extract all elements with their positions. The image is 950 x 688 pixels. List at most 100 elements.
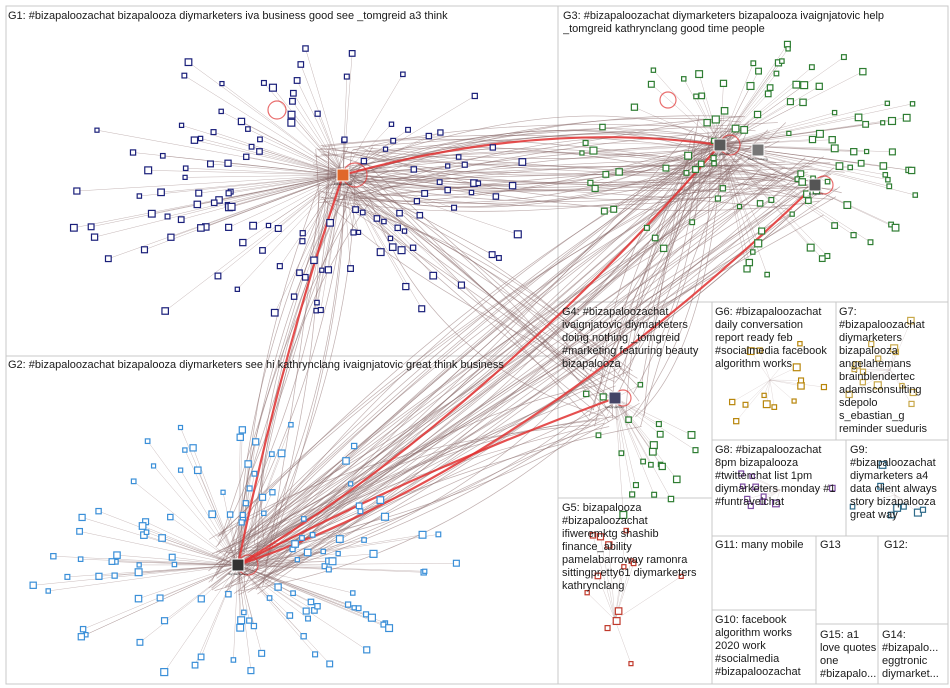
node xyxy=(591,184,599,193)
node xyxy=(711,160,717,167)
cross-edge xyxy=(238,156,824,562)
edge xyxy=(76,174,344,192)
node xyxy=(357,508,364,515)
node xyxy=(277,449,286,458)
edge xyxy=(237,564,384,625)
node xyxy=(667,495,675,503)
edge xyxy=(237,499,381,566)
node xyxy=(786,130,792,137)
node xyxy=(650,67,657,73)
node xyxy=(335,550,341,557)
node xyxy=(309,531,316,538)
node xyxy=(625,416,632,423)
node xyxy=(489,144,497,151)
cross-edge xyxy=(354,200,607,399)
cross-edge xyxy=(320,153,831,168)
node xyxy=(136,638,144,646)
node xyxy=(747,502,754,510)
node xyxy=(831,109,838,116)
node xyxy=(182,447,188,453)
node xyxy=(746,81,755,91)
node xyxy=(324,266,333,274)
node xyxy=(754,239,763,248)
node xyxy=(422,568,428,574)
node xyxy=(850,148,858,156)
cross-edge xyxy=(612,152,740,419)
node xyxy=(108,558,116,565)
node xyxy=(181,72,188,79)
node xyxy=(361,537,367,543)
node xyxy=(587,179,594,186)
edge xyxy=(108,174,344,259)
node xyxy=(167,513,174,521)
node xyxy=(87,223,95,231)
edge xyxy=(894,494,924,511)
edge xyxy=(300,64,344,176)
edge xyxy=(237,564,355,609)
cross-edge xyxy=(349,140,752,183)
node xyxy=(919,506,927,513)
node xyxy=(843,201,852,210)
group-label-g8: G8: #bizapaloozachat 8pm bizapalooza #tw… xyxy=(715,444,836,508)
node xyxy=(296,269,303,277)
node xyxy=(907,166,916,175)
node xyxy=(197,135,204,142)
edge xyxy=(597,575,616,621)
cross-edge xyxy=(216,178,821,571)
node xyxy=(738,470,745,477)
node xyxy=(604,625,611,632)
node xyxy=(130,478,137,485)
edge xyxy=(614,397,652,465)
node xyxy=(320,548,327,555)
node xyxy=(857,159,865,167)
node xyxy=(451,204,458,211)
node xyxy=(475,180,482,187)
edge xyxy=(769,379,824,388)
edge xyxy=(889,320,912,371)
hub-node xyxy=(808,178,822,192)
node xyxy=(335,535,344,543)
edge xyxy=(759,350,771,381)
edge xyxy=(145,521,239,566)
cross-edge xyxy=(267,135,732,578)
edge xyxy=(200,138,344,176)
cross-edge xyxy=(231,385,593,571)
node xyxy=(615,168,623,176)
node xyxy=(831,222,839,229)
node xyxy=(888,511,895,519)
node xyxy=(191,661,199,669)
cross-edge xyxy=(625,147,695,417)
node xyxy=(310,256,318,265)
node xyxy=(468,189,475,196)
node xyxy=(178,122,185,129)
node xyxy=(224,159,232,167)
edge xyxy=(614,530,627,621)
edge xyxy=(769,379,795,402)
node xyxy=(182,165,189,172)
edge xyxy=(291,122,344,176)
node xyxy=(355,502,363,510)
node xyxy=(385,624,394,633)
edge xyxy=(241,121,344,176)
node xyxy=(457,281,466,289)
node xyxy=(786,98,794,106)
cross-edge xyxy=(240,167,739,543)
node xyxy=(873,381,882,390)
node xyxy=(755,67,762,75)
node xyxy=(144,438,151,445)
node xyxy=(771,404,778,410)
node xyxy=(806,243,815,252)
node xyxy=(672,475,681,484)
cross-edge xyxy=(350,191,624,382)
node xyxy=(890,344,899,353)
node xyxy=(64,573,71,580)
edge xyxy=(214,174,344,204)
edge xyxy=(736,379,771,422)
cross-edge xyxy=(635,163,722,418)
node xyxy=(300,516,307,522)
node xyxy=(390,137,397,144)
hub-label: diymarketers xyxy=(228,572,248,576)
edge xyxy=(96,129,344,176)
node xyxy=(687,430,696,439)
edge xyxy=(237,564,367,615)
